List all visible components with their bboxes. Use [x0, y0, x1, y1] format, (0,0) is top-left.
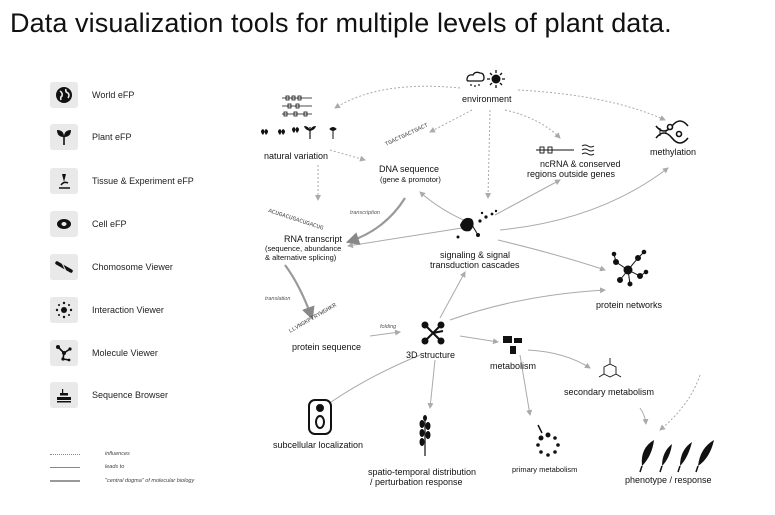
- tool-label: Interaction Viewer: [92, 305, 164, 315]
- tool-label: Tissue & Experiment eFP: [92, 176, 194, 186]
- node-spatio: spatio-temporal distribution: [368, 467, 477, 477]
- node-signaling-2: transduction cascades: [430, 260, 520, 270]
- edge-label-translation: translation: [265, 296, 291, 302]
- tool-plant-efp[interactable]: Plant eFP: [50, 124, 132, 150]
- environment-icon: [466, 70, 505, 88]
- tool-chromosome-viewer[interactable]: Chomosome Viewer: [50, 254, 173, 280]
- node-primary-metabolism: primary metabolism: [512, 465, 578, 474]
- page-title: Data visualization tools for multiple le…: [10, 8, 672, 38]
- chromosome-icon: [50, 254, 78, 280]
- key-central-dogma: "central dogma" of molecular biology: [50, 478, 194, 484]
- tool-interaction-viewer[interactable]: Interaction Viewer: [50, 297, 164, 323]
- node-rna-transcript: RNA transcript: [284, 234, 343, 244]
- phenotype-icon: [639, 440, 714, 473]
- node-natural-variation: natural variation: [264, 151, 329, 161]
- dna-sequence-text: TGACTGACTGACT: [384, 122, 430, 148]
- methylation-icon: [655, 120, 689, 144]
- rna-sequence-text: ACUGACUGACUGACUG: [267, 207, 324, 232]
- tool-label: Plant eFP: [92, 132, 132, 142]
- tool-molecule-viewer[interactable]: Molecule Viewer: [50, 340, 158, 366]
- tool-label: Chomosome Viewer: [92, 262, 173, 272]
- edge-label-folding: folding: [380, 324, 397, 330]
- tool-label: Molecule Viewer: [92, 348, 158, 358]
- tool-label: Cell eFP: [92, 219, 127, 229]
- microscope-icon: [50, 168, 78, 194]
- node-ncrna-2: regions outside genes: [527, 169, 616, 179]
- cell-icon: [50, 211, 78, 237]
- node-ncrna: ncRNA & conserved: [540, 159, 621, 169]
- node-rna-sub1: (sequence, abundance: [265, 244, 342, 253]
- node-methylation: methylation: [650, 147, 697, 157]
- primary-metabolism-icon: [536, 424, 560, 457]
- subcellular-icon: [308, 399, 332, 435]
- ncrna-icon: [536, 144, 595, 156]
- node-phenotype: phenotype / response: [625, 475, 712, 485]
- node-3d-structure: 3D structure: [406, 350, 456, 360]
- node-environment: environment: [462, 94, 512, 104]
- influence-edges: [315, 85, 701, 431]
- tool-label: World eFP: [92, 90, 135, 100]
- node-dna-sub: (gene & promotor): [380, 175, 441, 184]
- edge-label-transcription: transcription: [350, 210, 380, 216]
- natural-variation-icon: [261, 126, 337, 139]
- plant-icon: [50, 124, 78, 150]
- node-protein-networks: protein networks: [596, 300, 663, 310]
- node-protein-sequence: protein sequence: [292, 342, 362, 352]
- protein-sequence-text: LLVNGKPTRYWGHKR: [288, 301, 339, 334]
- lead-edges: [319, 167, 669, 425]
- node-secondary-metabolism: secondary metabolism: [564, 387, 655, 397]
- node-signaling: signaling & signal: [440, 250, 511, 260]
- node-rna-sub2: & alternative splicing): [265, 253, 337, 262]
- protein-network-icon: [611, 249, 649, 287]
- key-influences: influences: [50, 451, 130, 457]
- signaling-icon: [456, 209, 498, 239]
- tool-tissue-experiment-efp[interactable]: Tissue & Experiment eFP: [50, 168, 194, 194]
- central-dogma-edges: [284, 197, 406, 321]
- molecule-icon: [50, 340, 78, 366]
- gene-structure-icon: [282, 95, 312, 117]
- structure-3d-icon: [421, 321, 445, 345]
- secondary-metabolism-icon: [598, 358, 622, 378]
- node-spatio-2: / perturbation response: [370, 477, 463, 487]
- tool-sequence-browser[interactable]: Sequence Browser: [50, 382, 168, 408]
- spatio-temporal-icon: [419, 415, 431, 456]
- metabolism-icon: [503, 336, 522, 354]
- interaction-icon: [50, 297, 78, 323]
- tool-label: Sequence Browser: [92, 390, 169, 400]
- node-dna-sequence: DNA sequence: [379, 164, 440, 174]
- sequence-browser-icon: [50, 382, 78, 408]
- key-leads-to: leads to: [50, 464, 124, 470]
- node-subcellular: subcellular localization: [273, 440, 364, 450]
- tool-cell-efp[interactable]: Cell eFP: [50, 211, 127, 237]
- tool-world-efp[interactable]: World eFP: [50, 82, 134, 108]
- node-metabolism: metabolism: [490, 361, 537, 371]
- globe-icon: [50, 82, 78, 108]
